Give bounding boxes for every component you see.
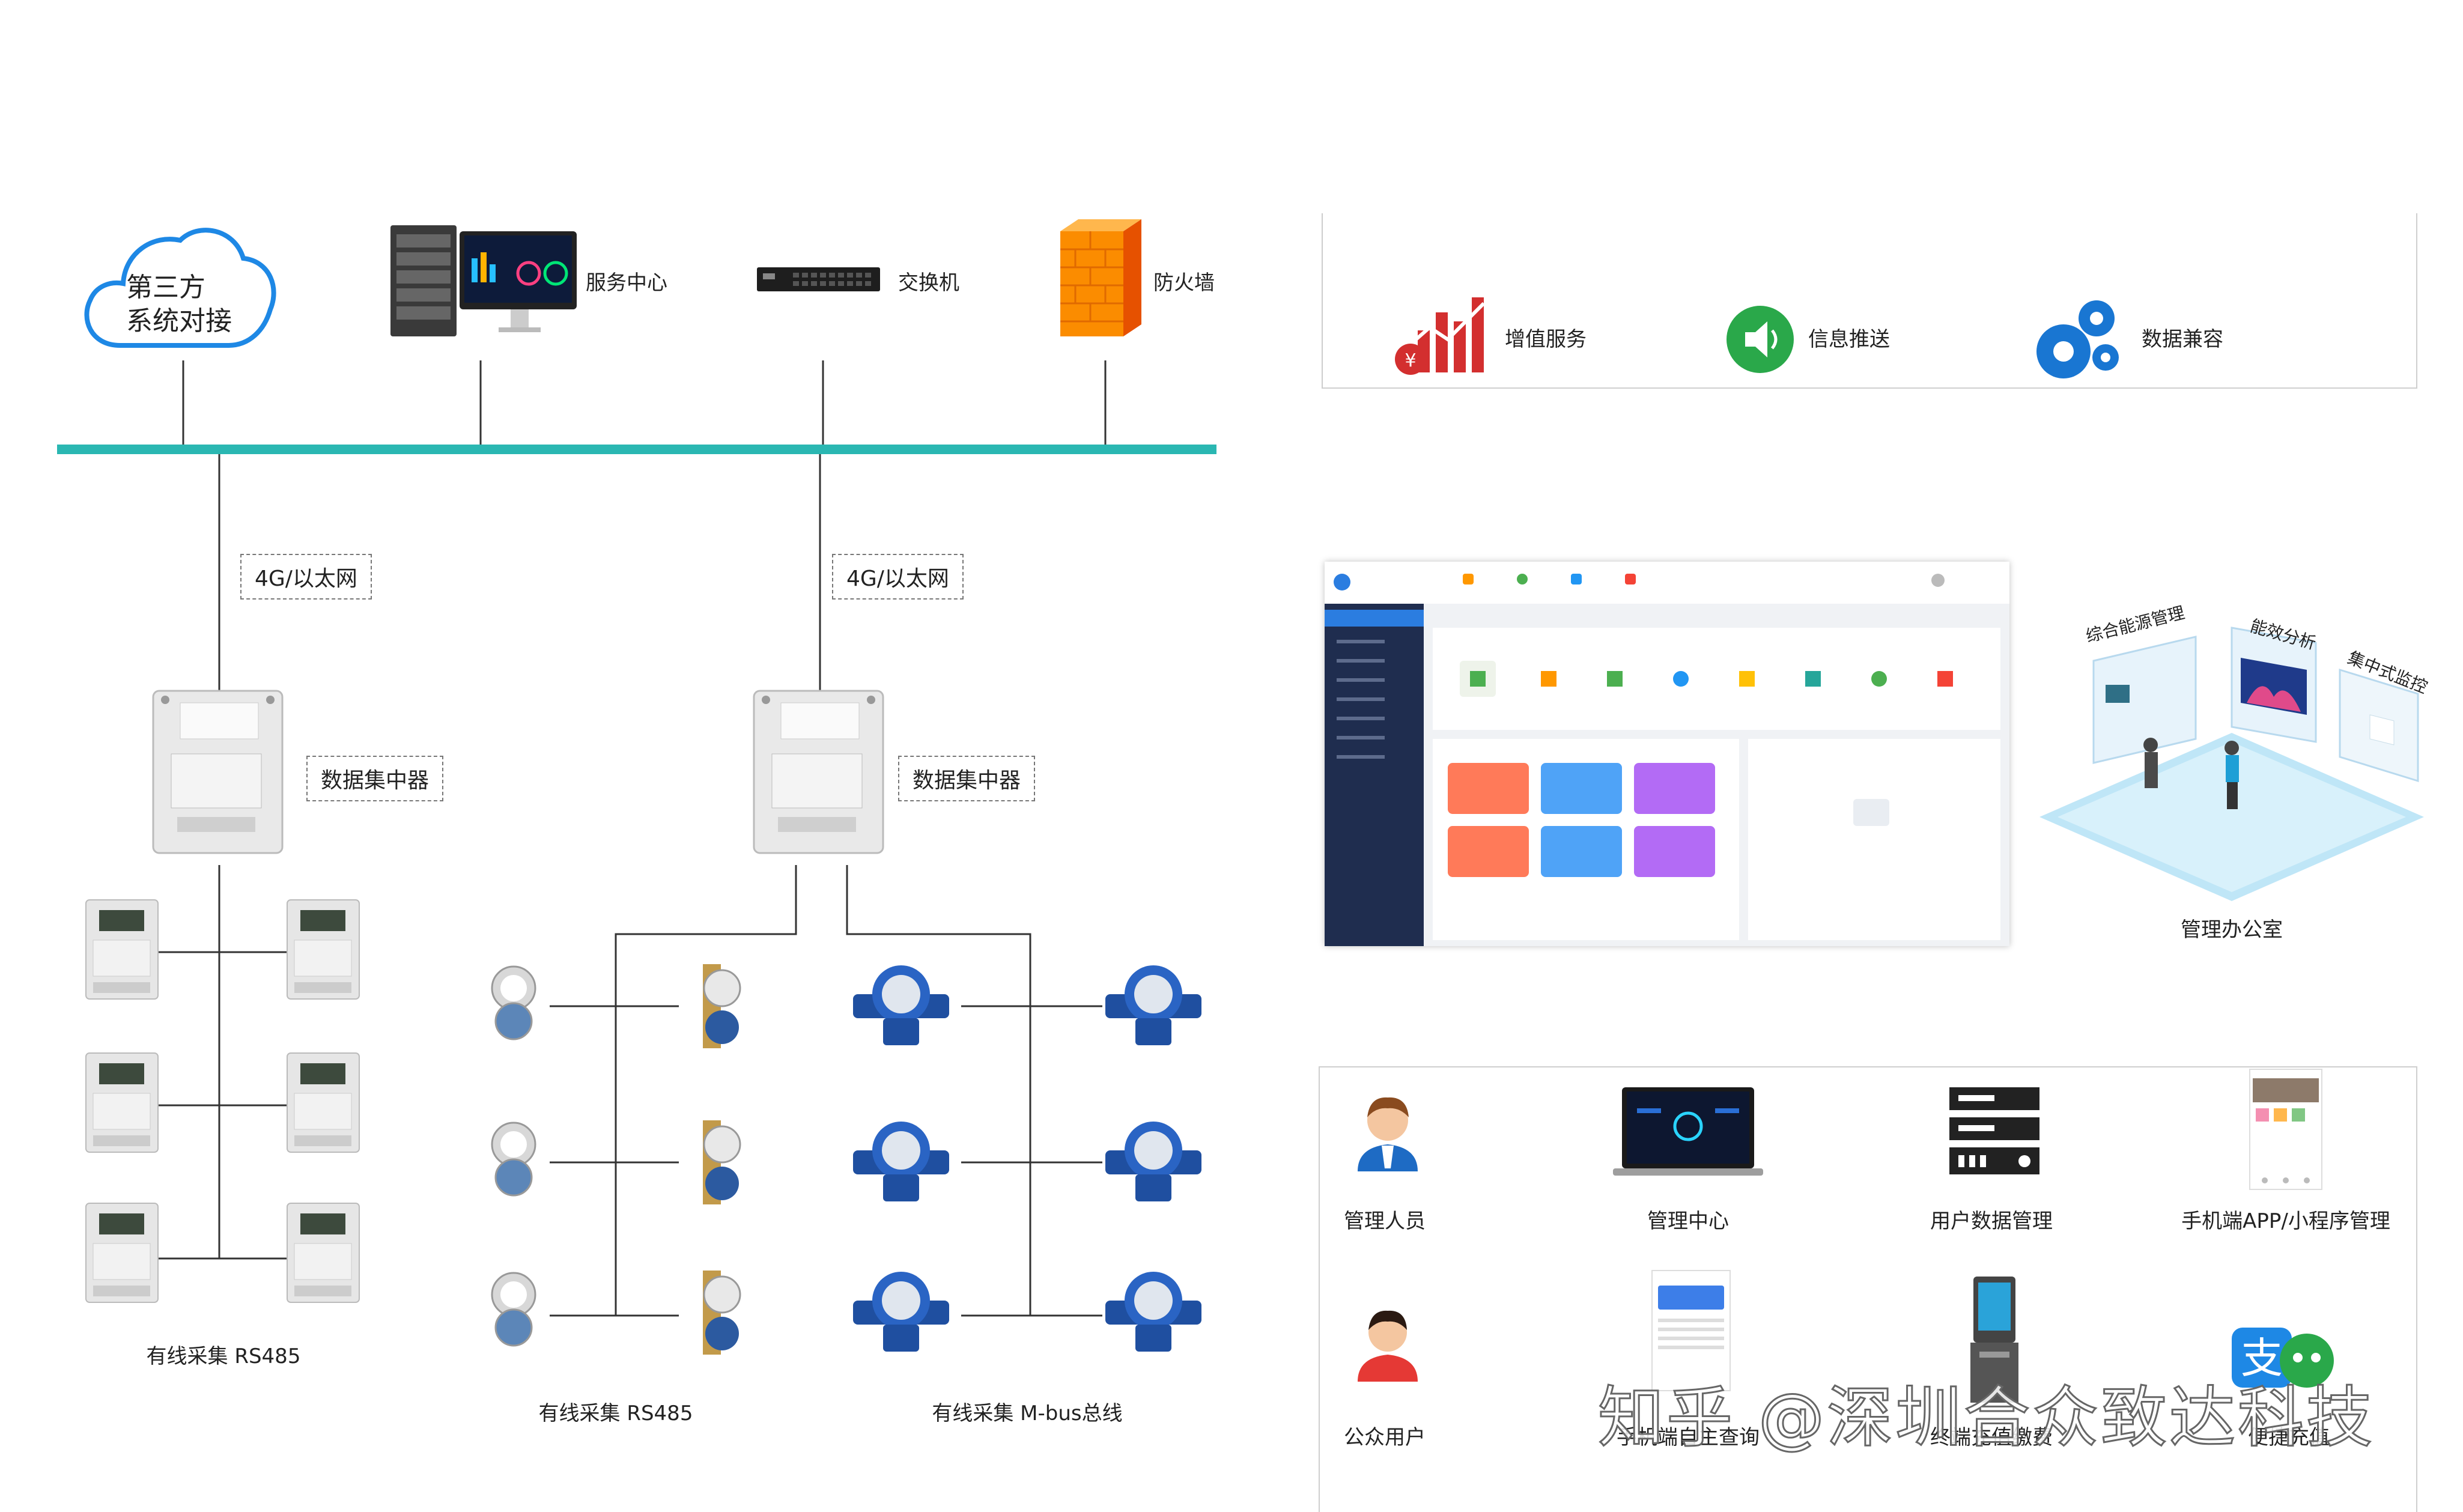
role-admin-label: 管理人员 [1344, 1209, 1426, 1233]
mbus-water-meter [853, 965, 949, 1045]
role-user-data-label: 用户数据管理 [1930, 1209, 2053, 1233]
app-logo [1334, 574, 1350, 591]
cloud-label-1: 第三方 [126, 272, 205, 303]
electric-meter [85, 899, 159, 1000]
valve-water-meter [703, 1271, 741, 1355]
mbus-water-meter [1105, 1122, 1201, 1201]
mbus-water-meter [853, 1122, 949, 1201]
avatar [1931, 574, 1945, 587]
role-mgmt-center-label: 管理中心 [1647, 1209, 1729, 1233]
concentrator-label-left: 数据集中器 [306, 756, 444, 801]
concentrator-label-right: 数据集中器 [898, 756, 1036, 801]
office-label: 管理办公室 [2181, 918, 2283, 942]
server-label: 服务中心 [586, 271, 667, 295]
value-added-icon: ¥ [1395, 297, 1486, 375]
roles-panel [1319, 1066, 2417, 1512]
recharge-records [1748, 739, 2000, 940]
role-mobile-app-label: 手机端APP/小程序管理 [2181, 1209, 2390, 1233]
admin-avatar-icon [1358, 1097, 1418, 1171]
concentrator-device-left [152, 690, 284, 854]
laptop-icon [1613, 1087, 1763, 1176]
card-water-meter [491, 965, 536, 1040]
push-icon [1727, 306, 1794, 373]
mobile-app-icon [2249, 1069, 2322, 1190]
card-water-meter [491, 1272, 536, 1347]
server-icon [390, 225, 577, 336]
network-tag-right: 4G/以太网 [832, 554, 964, 600]
role-terminal-label: 终端充值缴费 [1930, 1425, 2053, 1450]
app-main [1424, 604, 2009, 946]
mobile-query-icon [1651, 1270, 1731, 1391]
cloud-label-2: 系统对接 [126, 306, 232, 336]
wired-mbus-label: 有线采集 M-bus总线 [932, 1401, 1123, 1425]
network-bus [57, 445, 1216, 454]
wired-rs485-left-label: 有线采集 RS485 [146, 1344, 301, 1368]
electric-meter [85, 1203, 159, 1303]
electric-meter [287, 899, 360, 1000]
firewall-label: 防火墙 [1153, 271, 1215, 295]
electric-meter [85, 1052, 159, 1153]
cloud-icon [84, 228, 276, 348]
svg-text:¥: ¥ [1405, 350, 1416, 371]
card-water-meter [491, 1122, 536, 1197]
watermark: 知乎 @深圳合众致达科技 [1597, 1379, 2375, 1457]
valve-water-meter [703, 964, 741, 1048]
electric-meter [287, 1203, 360, 1303]
recharge-overview [1433, 739, 1739, 940]
services-panel [1322, 213, 2417, 389]
network-tag-left: 4G/以太网 [240, 554, 372, 600]
switch-label: 交换机 [898, 271, 959, 295]
mbus-water-meter [853, 1272, 949, 1352]
app-sidebar [1325, 604, 1424, 946]
push-label: 信息推送 [1808, 327, 1890, 351]
management-office-illustration [2039, 627, 2424, 901]
wired-rs485-mid-label: 有线采集 RS485 [538, 1401, 693, 1425]
topology-lines [57, 360, 1216, 1317]
firewall-icon [1060, 219, 1141, 336]
electric-meter [287, 1052, 360, 1153]
role-mobile-query-label: 手机端自主查询 [1617, 1425, 1760, 1450]
svg-text:支: 支 [2241, 1334, 2283, 1383]
gears-icon [2036, 300, 2119, 378]
server-rack-icon [1949, 1087, 2039, 1174]
valve-water-meter [703, 1120, 741, 1204]
mbus-water-meter [1105, 1272, 1201, 1352]
concentrator-device-right [753, 690, 884, 854]
platform-screenshot [1325, 562, 2009, 946]
quick-entry-panel [1433, 628, 2000, 730]
mbus-water-meter [1105, 965, 1201, 1045]
role-easy-charge-label: 便捷充值 [2248, 1425, 2330, 1450]
app-header [1325, 562, 2009, 604]
role-public-user-label: 公众用户 [1344, 1425, 1426, 1450]
payment-icon: 支 [2232, 1328, 2334, 1388]
compat-label: 数据兼容 [2142, 327, 2223, 351]
value-added-label: 增值服务 [1505, 327, 1587, 351]
kiosk-icon [1970, 1277, 2018, 1403]
public-user-avatar-icon [1358, 1310, 1418, 1382]
switch-icon [757, 267, 880, 291]
